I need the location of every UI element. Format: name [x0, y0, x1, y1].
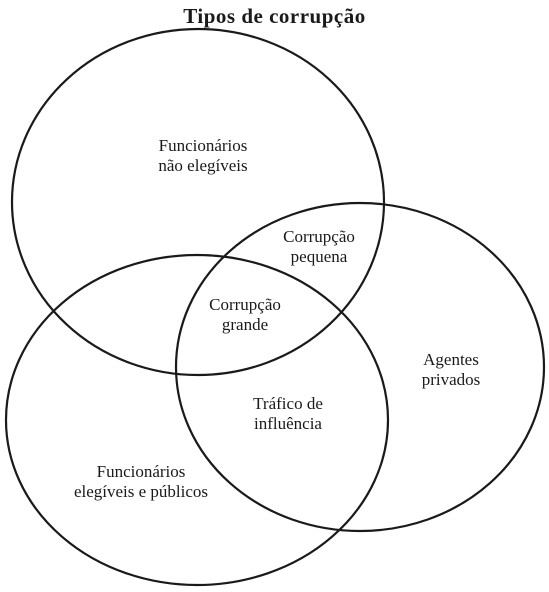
circle-funcionarios-nao-elegiveis [10, 27, 386, 377]
label-funcionarios-elegiveis-publicos: Funcionários elegíveis e públicos [73, 462, 209, 501]
label-agentes-privados: Agentes privados [421, 350, 481, 389]
circle-agentes-privados [174, 201, 546, 533]
circle-funcionarios-elegiveis-publicos [4, 253, 390, 587]
label-corrupcao-pequena: Corrupção pequena [283, 227, 355, 266]
diagram-title: Tipos de corrupção [183, 4, 366, 28]
label-trafico-influencia: Tráfico de influência [253, 394, 323, 433]
label-corrupcao-grande: Corrupção grande [209, 295, 281, 334]
label-funcionarios-nao-elegiveis: Funcionários não elegíveis [158, 136, 248, 175]
